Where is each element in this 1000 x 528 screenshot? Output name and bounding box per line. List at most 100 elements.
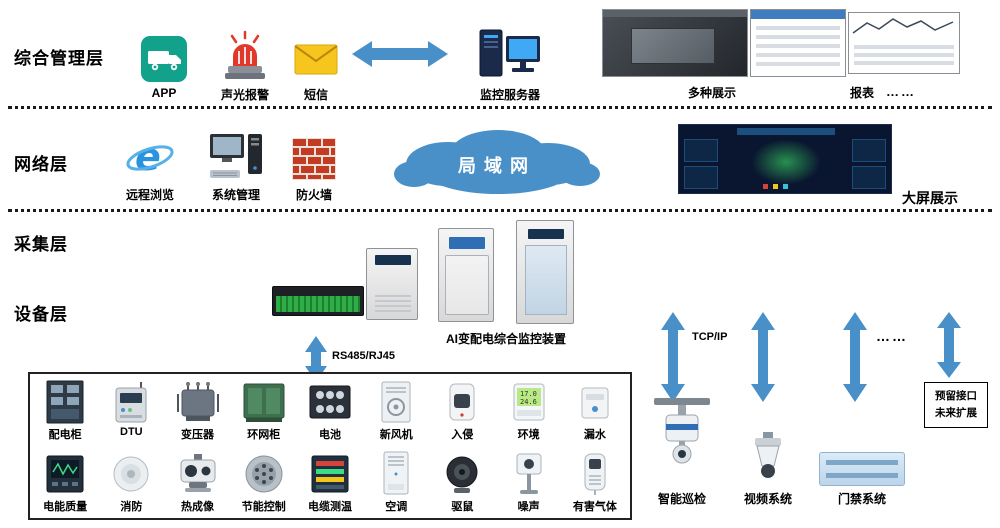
device-item-cable-temperature: 电缆测温 — [297, 450, 363, 514]
computer-icon — [208, 130, 264, 182]
layer-label-collection: 采集层 — [14, 235, 68, 254]
video-system-item: 视频系统 — [738, 426, 798, 507]
ptz-camera-icon — [745, 426, 791, 486]
device-grid-row-1: 配电柜 DTU — [32, 378, 628, 442]
device-item-dtu: DTU — [98, 378, 164, 442]
layer-label-network: 网络层 — [14, 155, 68, 174]
device-item-water-leak: 漏水 — [562, 378, 628, 442]
device-label: 节能控制 — [241, 501, 286, 513]
ie-browser-icon: e — [125, 130, 175, 182]
intrusion-sensor-icon — [447, 378, 477, 424]
layer-label-device: 设备层 — [14, 305, 68, 324]
monitor-server-icon — [478, 28, 542, 82]
remote-browse-item: e 远程浏览 — [118, 130, 182, 203]
tcpip-arrow-2 — [750, 312, 776, 407]
monitoring-cabinet-medium — [438, 228, 494, 322]
device-label: 空调 — [385, 501, 408, 513]
svg-text:17.0: 17.0 — [520, 390, 537, 398]
sms-label: 短信 — [303, 88, 328, 102]
rs485-label: RS485/RJ45 — [332, 350, 395, 362]
gas-sensor-icon — [579, 450, 611, 496]
display-screenshot-2 — [750, 9, 846, 77]
device-label: 配电柜 — [48, 429, 82, 441]
big-screen-titlebar — [737, 128, 835, 135]
horizontal-double-arrow — [352, 40, 448, 73]
device-box: 配电柜 DTU — [28, 372, 632, 520]
remote-browse-label: 远程浏览 — [125, 188, 174, 202]
vertical-double-arrow-rs485 — [304, 336, 328, 387]
environment-sensor-icon: 17.0 24.6 — [512, 378, 546, 424]
device-item-environment: 17.0 24.6 环境 — [496, 378, 562, 442]
battery-icon — [308, 378, 352, 424]
app-icon — [141, 30, 187, 82]
access-control-panel-icon — [819, 424, 905, 486]
rail-inspection-robot-icon — [652, 392, 712, 486]
device-label: DTU — [120, 426, 143, 438]
monitoring-cabinet-tall — [516, 220, 574, 324]
collection-server-device — [272, 286, 364, 316]
cable-temperature-icon — [310, 450, 350, 496]
reserved-interface-box: 预留接口 未来扩展 — [924, 382, 988, 428]
big-screen-label: 大屏展示 — [902, 190, 958, 206]
device-label: 环境 — [517, 429, 540, 441]
distribution-cabinet-icon — [46, 378, 84, 424]
device-item-air-conditioner: 空调 — [363, 450, 429, 514]
dtu-icon — [114, 378, 148, 424]
display-screenshot-1 — [602, 9, 748, 77]
device-label: 有害气体 — [572, 501, 617, 513]
report-ellipsis: …… — [886, 84, 916, 99]
device-label: 漏水 — [583, 429, 606, 441]
firewall-item: 防火墙 — [284, 130, 344, 203]
device-item-ring-main-unit: 环网柜 — [231, 378, 297, 442]
device-label: 消防 — [120, 501, 143, 513]
device-label: 噪声 — [517, 501, 540, 513]
device-item-thermal-imaging: 热成像 — [164, 450, 230, 514]
monitoring-cabinet-small — [366, 248, 418, 320]
alarm-item: 声光报警 — [208, 30, 282, 103]
lan-cloud: 局域网 — [388, 122, 606, 198]
device-label: 热成像 — [181, 501, 215, 513]
transformer-icon — [176, 378, 220, 424]
cloud-icon — [394, 130, 600, 194]
layer-label-management: 综合管理层 — [14, 49, 104, 68]
svg-text:24.6: 24.6 — [520, 398, 537, 406]
device-label: 电能质量 — [43, 501, 88, 513]
device-label: 驱鼠 — [451, 501, 474, 513]
fresh-air-fan-icon — [379, 378, 413, 424]
displays-label: 多种展示 — [687, 86, 736, 100]
air-conditioner-icon — [381, 450, 411, 496]
system-management-item: 系统管理 — [204, 130, 268, 203]
power-quality-icon — [45, 450, 85, 496]
device-label: 环网柜 — [247, 429, 281, 441]
big-screen-display — [678, 124, 892, 194]
firewall-icon — [292, 130, 336, 182]
device-label: 电池 — [318, 429, 341, 441]
device-item-harmful-gas: 有害气体 — [562, 450, 628, 514]
app-label: APP — [151, 86, 177, 100]
fire-alarm-icon — [109, 450, 153, 496]
thermal-camera-icon — [175, 450, 221, 496]
patrol-system-label: 智能巡检 — [657, 492, 706, 506]
report-label: 报表 — [850, 86, 875, 100]
system-management-label: 系统管理 — [211, 188, 260, 202]
big-screen-map-glow — [751, 139, 821, 185]
report-screenshot — [848, 12, 960, 74]
water-leak-icon — [578, 378, 612, 424]
device-label: 新风机 — [379, 429, 413, 441]
device-item-energy-control: 节能控制 — [231, 450, 297, 514]
reserved-line-2: 未来扩展 — [935, 406, 977, 419]
lan-label: 局域网 — [458, 156, 536, 176]
device-item-power-quality: 电能质量 — [32, 450, 98, 514]
device-item-rodent-repeller: 驱鼠 — [429, 450, 495, 514]
separator-line-1 — [8, 106, 992, 109]
separator-line-2 — [8, 209, 992, 212]
patrol-system-item: 智能巡检 — [648, 392, 716, 507]
device-label: 电缆测温 — [307, 501, 352, 513]
firewall-label: 防火墙 — [295, 188, 332, 202]
noise-sensor-icon — [512, 450, 546, 496]
tcpip-arrow-3 — [842, 312, 868, 407]
monitor-server-item: 监控服务器 — [468, 28, 552, 103]
app-item: APP — [134, 30, 194, 100]
ring-main-unit-icon — [242, 378, 286, 424]
